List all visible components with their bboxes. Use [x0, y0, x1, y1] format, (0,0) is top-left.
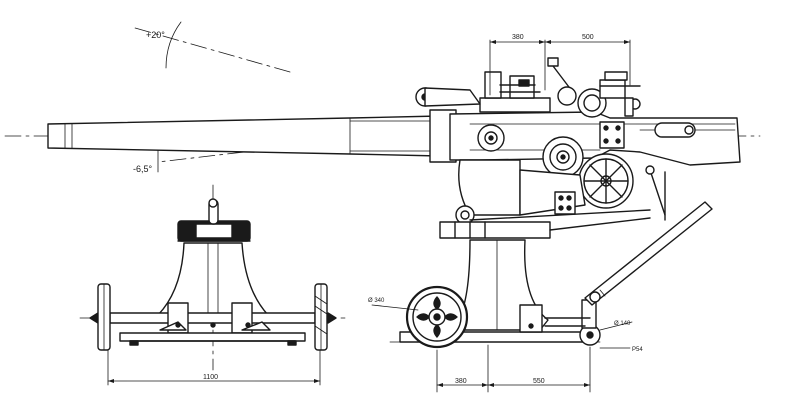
dimension-base	[436, 344, 591, 393]
elevation-handwheel	[578, 153, 634, 209]
gear-wheel-center	[542, 136, 584, 178]
front-view-axle	[89, 312, 337, 324]
front-view-right-wheel	[314, 283, 328, 351]
gun-barrel	[47, 109, 457, 163]
tow-bar	[544, 201, 713, 327]
dim-base-left-label: 380	[455, 378, 467, 385]
crank-handle	[645, 165, 666, 221]
dimension-front-width	[107, 349, 321, 386]
elev-up-label: +20°	[146, 30, 165, 40]
dim-base-right-label: 550	[533, 378, 545, 385]
front-view-traverse-ring	[177, 198, 251, 242]
small-wheel	[579, 299, 601, 346]
wheel-diameter-label: Ø 340	[368, 298, 385, 304]
dim-top-right-label: 500	[582, 34, 594, 41]
dim-top-left-label: 380	[512, 34, 524, 41]
floor-ref-label: P54	[632, 347, 643, 353]
elevation-up-arc	[165, 21, 182, 69]
front-view-pedestal	[157, 242, 269, 316]
upper-carriage	[439, 159, 651, 239]
sight-assembly	[415, 57, 641, 118]
small-wheel-diameter-leader	[599, 321, 633, 331]
transport-wheel	[405, 285, 469, 349]
front-view-left-wheel	[97, 283, 111, 351]
small-wheel-diameter-label: Ø 140	[614, 321, 631, 327]
elevation-up-line	[134, 27, 291, 73]
dimension-top	[489, 39, 631, 96]
front-view-base	[119, 332, 306, 346]
wheel-diameter-leader	[371, 304, 419, 311]
dim-front-width-label: 1100	[203, 374, 218, 381]
gear-wheel-left	[477, 124, 505, 152]
elev-down-label: -6,5°	[133, 164, 153, 174]
